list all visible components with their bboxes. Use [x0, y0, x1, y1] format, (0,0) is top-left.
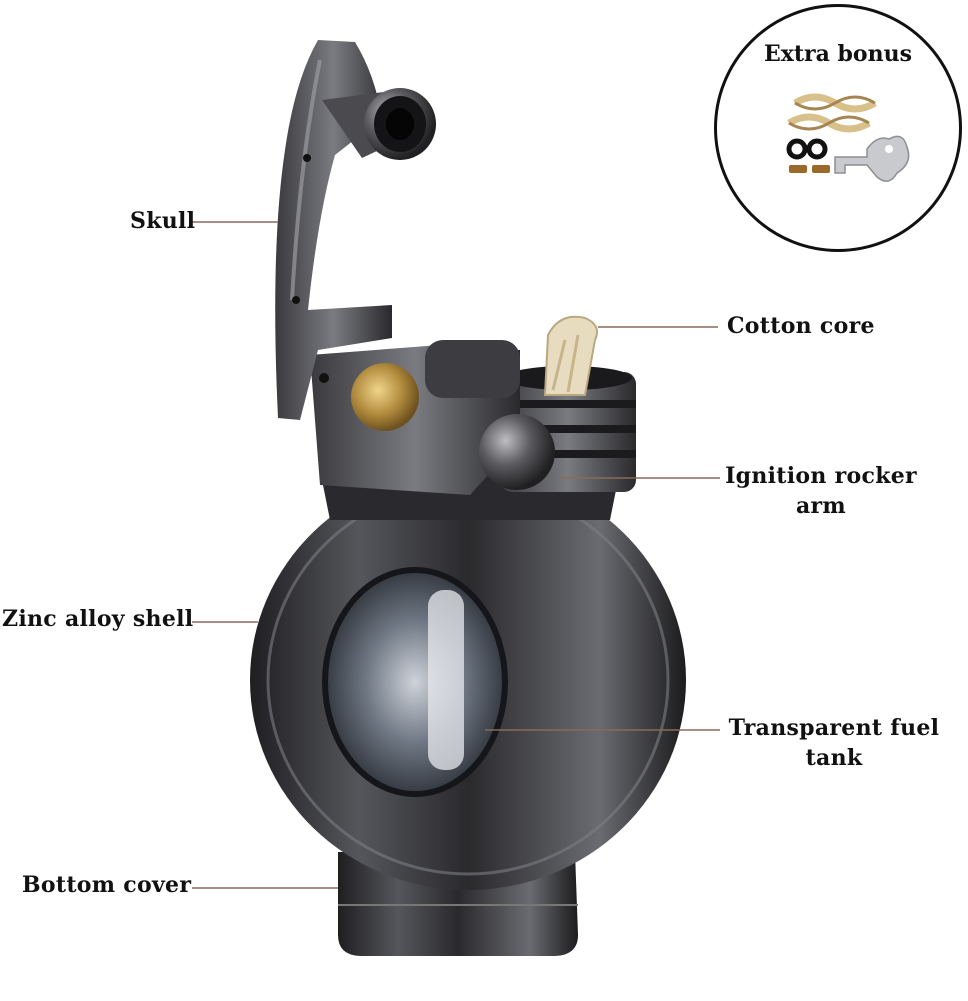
label-cotton-core: Cotton core	[727, 313, 875, 339]
chimney-cap-shape	[322, 88, 436, 160]
label-ignition-line2: arm	[795, 493, 847, 519]
label-skull: Skull	[130, 208, 196, 234]
skull-lever-shape	[275, 40, 392, 420]
label-bottom-cover: Bottom cover	[22, 872, 192, 898]
extra-bonus-circle: Extra bonus	[714, 4, 962, 252]
label-zinc-alloy-shell: Zinc alloy shell	[2, 606, 194, 632]
bonus-accessories-image	[786, 93, 910, 182]
label-ignition-rocker-arm: Ignition rocker arm	[724, 461, 918, 521]
extra-bonus-title: Extra bonus	[764, 41, 912, 67]
label-ignition-line1: Ignition rocker	[725, 463, 917, 489]
label-transparent-fuel-tank: Transparent fuel tank	[726, 713, 942, 773]
label-fuel-tank-line1: Transparent fuel	[728, 715, 940, 741]
ignition-knob-shape	[479, 414, 555, 490]
label-fuel-tank-line2: tank	[805, 745, 863, 771]
brass-pin-shape	[351, 363, 419, 431]
